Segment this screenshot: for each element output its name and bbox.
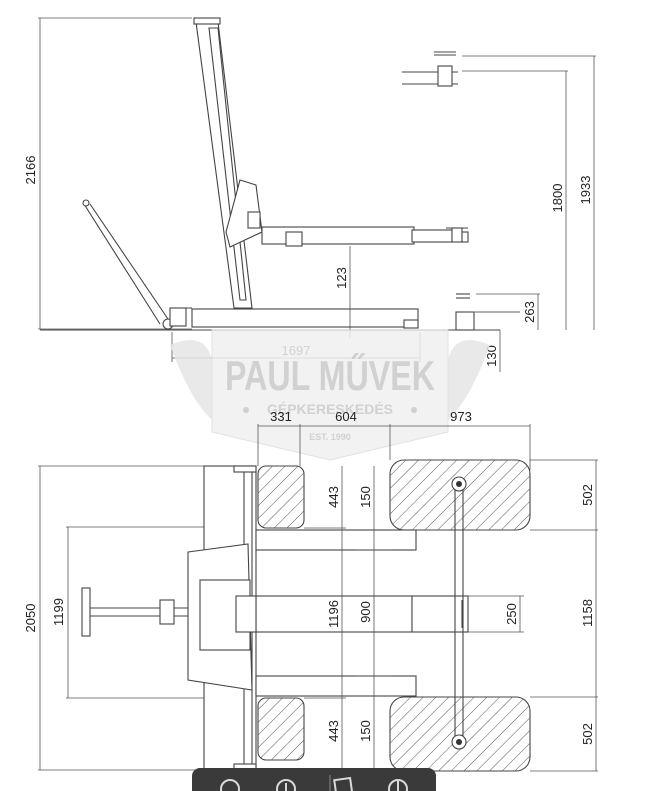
top-view: 331 604 973 2050 1199 [23,409,598,772]
dim-502-top: 502 [580,484,595,506]
dim-1800: 1800 [550,184,565,213]
dim-1196: 1196 [326,600,341,628]
zoom-in-button[interactable] [273,771,299,791]
dim-2166: 2166 [23,156,38,185]
watermark-subtitle: GÉPKERESKEDÉS [267,401,393,417]
dim-1158: 1158 [580,599,595,627]
zoom-in-icon [276,779,296,791]
dim-502-bottom: 502 [580,723,595,745]
watermark-brand: PAUL MŰVEK [225,352,435,399]
dim-150-top: 150 [358,486,373,508]
dim-443-bottom: 443 [326,720,341,742]
dim-900: 900 [358,601,373,623]
dim-604: 604 [335,409,357,424]
image-viewer-toolbar [192,768,436,791]
download-icon [388,779,408,791]
dim-2050: 2050 [23,604,38,633]
dim-331: 331 [270,409,292,424]
dim-150-bottom: 150 [358,720,373,742]
download-button[interactable] [385,771,411,791]
watermark-established: EST. 1990 [309,432,351,442]
paul-muvek-logo: PAUL MŰVEK GÉPKERESKEDÉS EST. 1990 [170,329,490,461]
dim-1933: 1933 [578,176,593,205]
image-icon [329,775,354,791]
dim-263: 263 [522,301,537,323]
dim-250: 250 [504,603,519,625]
image-button[interactable] [329,771,355,791]
zoom-out-button[interactable] [217,771,243,791]
side-view: 2166 [23,17,596,372]
zoom-out-icon [220,779,240,791]
dim-1199: 1199 [51,598,66,626]
dim-123: 123 [334,267,349,289]
dim-443-top: 443 [326,486,341,508]
dim-973: 973 [450,409,472,424]
